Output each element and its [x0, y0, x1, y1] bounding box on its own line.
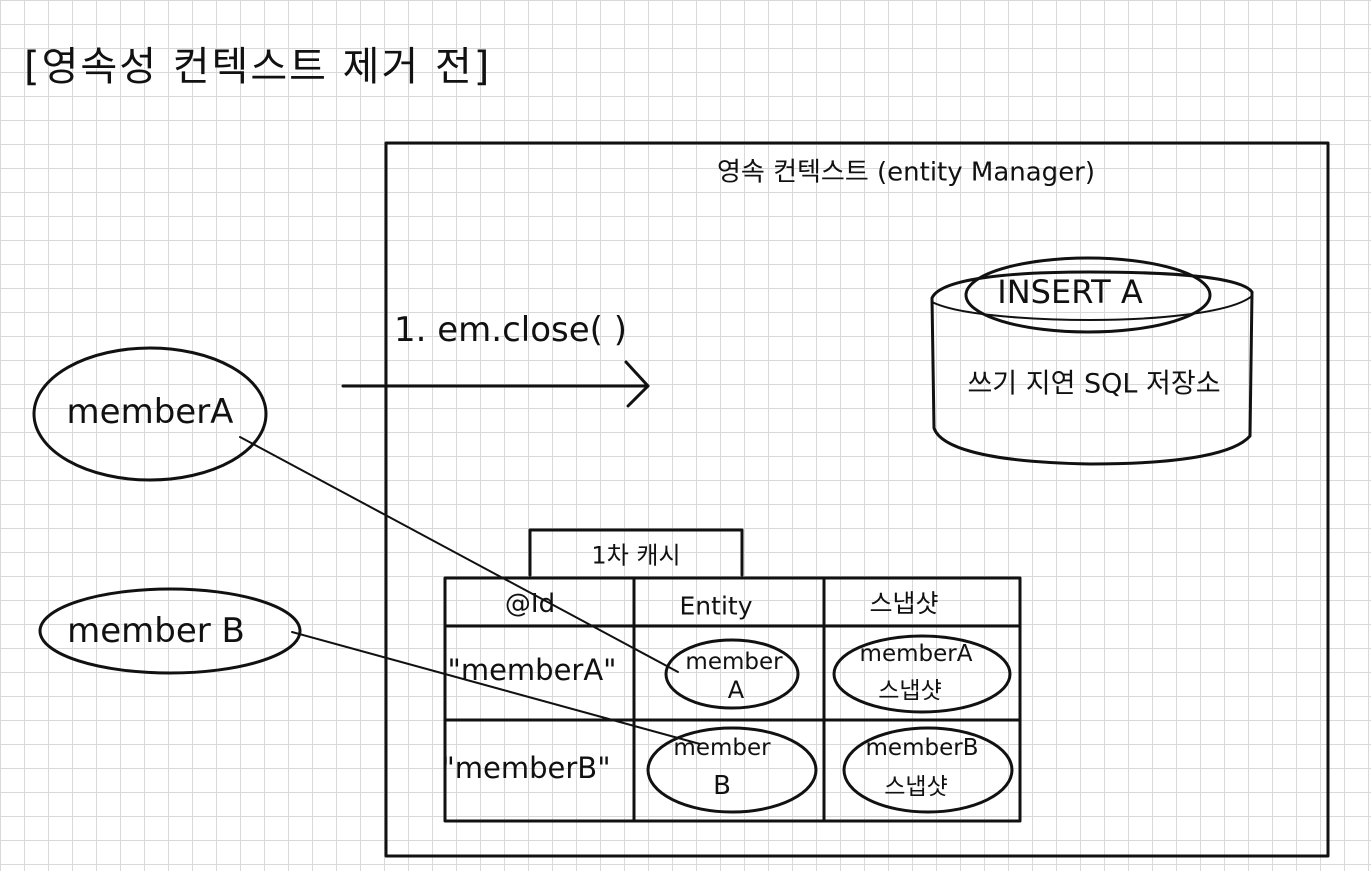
- sql-store-cylinder-lip: [931, 295, 1253, 322]
- sql-store-cylinder: [930, 270, 1254, 466]
- snapshot-member-b-oval: [842, 726, 1014, 814]
- persistence-context-box: [384, 141, 1330, 858]
- entity-member-b-oval: [646, 726, 818, 814]
- insert-label: INSERT A: [997, 273, 1143, 311]
- member-b-reference-line: [291, 631, 701, 745]
- close-arrow-head: [624, 360, 650, 408]
- cache-table-outline: [443, 576, 1022, 823]
- member-b-label: member B: [67, 611, 245, 651]
- member-a-label: memberA: [66, 392, 234, 432]
- cache-row-id: "memberB": [441, 751, 611, 785]
- snapshot-member-a-line1: memberA: [859, 641, 973, 667]
- page-title: [영속성 컨텍스트 제거 전]: [24, 44, 492, 90]
- member-a-oval: [32, 346, 268, 482]
- cache-tab-box: [528, 528, 744, 577]
- cache-header-entity: Entity: [679, 591, 753, 621]
- cache-header-id: @Id: [504, 589, 556, 619]
- snapshot-member-b-line2: 스냅샷: [884, 774, 948, 800]
- entity-member-b-line1: member: [673, 735, 771, 761]
- insert-oval: [964, 256, 1212, 334]
- entity-member-a-line1: member: [685, 649, 783, 675]
- snapshot-member-a-line2: 스냅샷: [878, 678, 942, 704]
- entity-member-b-line2: B: [713, 771, 731, 801]
- cache-title: 1차 캐시: [591, 541, 681, 570]
- entity-member-a-oval: [664, 638, 800, 710]
- snapshot-member-b-line1: memberB: [865, 735, 979, 761]
- cache-header-snapshot: 스냅샷: [869, 589, 939, 618]
- entity-member-a-line2: A: [727, 676, 745, 704]
- cache-row-id: "memberA": [447, 653, 617, 687]
- persistence-context-title: 영속 컨텍스트 (entity Manager): [716, 157, 1096, 188]
- close-call-label: 1. em.close( ): [394, 310, 628, 350]
- sql-store-label: 쓰기 지연 SQL 저장소: [967, 368, 1221, 400]
- member-b-oval: [38, 587, 302, 675]
- snapshot-member-a-oval: [832, 634, 1012, 714]
- member-a-reference-line: [239, 436, 679, 673]
